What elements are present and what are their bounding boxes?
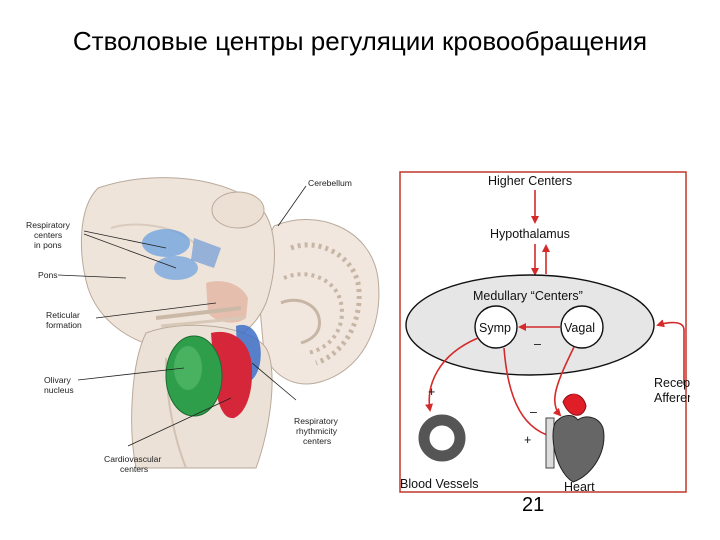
page-title: Стволовые центры регуляции кровообращени… — [72, 26, 648, 56]
sign-plus-vessels: + — [428, 385, 435, 399]
label-resp-pons-3: in pons — [34, 240, 62, 250]
label-resp-pons-2: centers — [34, 230, 62, 240]
medullary-centers-ellipse — [405, 274, 655, 376]
blood-vessels-label: Blood Vessels — [400, 477, 479, 491]
receptor-label-1: Receptor — [654, 376, 690, 390]
medullary-centers-label: Medullary “Centers” — [473, 289, 583, 303]
label-resp-pons-1: Respiratory — [26, 220, 71, 230]
cerebellum-shape — [255, 219, 380, 385]
label-cardio-1: Cardiovascular — [104, 454, 161, 464]
higher-centers-label: Higher Centers — [488, 174, 572, 188]
label-cerebellum: Cerebellum — [308, 178, 352, 188]
sign-plus-heart: + — [524, 433, 531, 447]
control-diagram: Higher Centers Hypothalamus Medullary “C… — [399, 171, 690, 494]
label-reticular-2: formation — [46, 320, 82, 330]
sign-minus-heart: – — [530, 405, 537, 419]
label-reticular-1: Reticular — [46, 310, 80, 320]
symp-label: Symp — [479, 321, 511, 335]
sign-minus-vagal: – — [534, 337, 541, 351]
cardio-shape — [211, 331, 253, 419]
leader-lines — [57, 185, 307, 447]
vagal-label: Vagal — [564, 321, 595, 335]
label-pons: Pons — [38, 270, 58, 280]
page-number: 21 — [522, 494, 545, 516]
brainstem-illustration: Cerebellum Respiratory centers in pons P… — [26, 177, 380, 474]
heart-icon — [545, 393, 605, 483]
receptor-label-2: Afferents — [654, 391, 690, 405]
hypothalamus-label: Hypothalamus — [490, 227, 570, 241]
label-cardio-2: centers — [120, 464, 148, 474]
label-resp-rhythm-3: centers — [303, 436, 331, 446]
label-olivary-2: nucleus — [44, 385, 74, 395]
label-olivary-1: Olivary — [44, 375, 71, 385]
label-resp-rhythm-1: Respiratory — [294, 416, 339, 426]
label-resp-rhythm-2: rhythmicity — [296, 426, 338, 436]
symp-node — [474, 305, 518, 349]
vagal-node — [560, 305, 604, 349]
heart-label: Heart — [564, 480, 595, 494]
blood-vessel-ring — [418, 414, 466, 462]
